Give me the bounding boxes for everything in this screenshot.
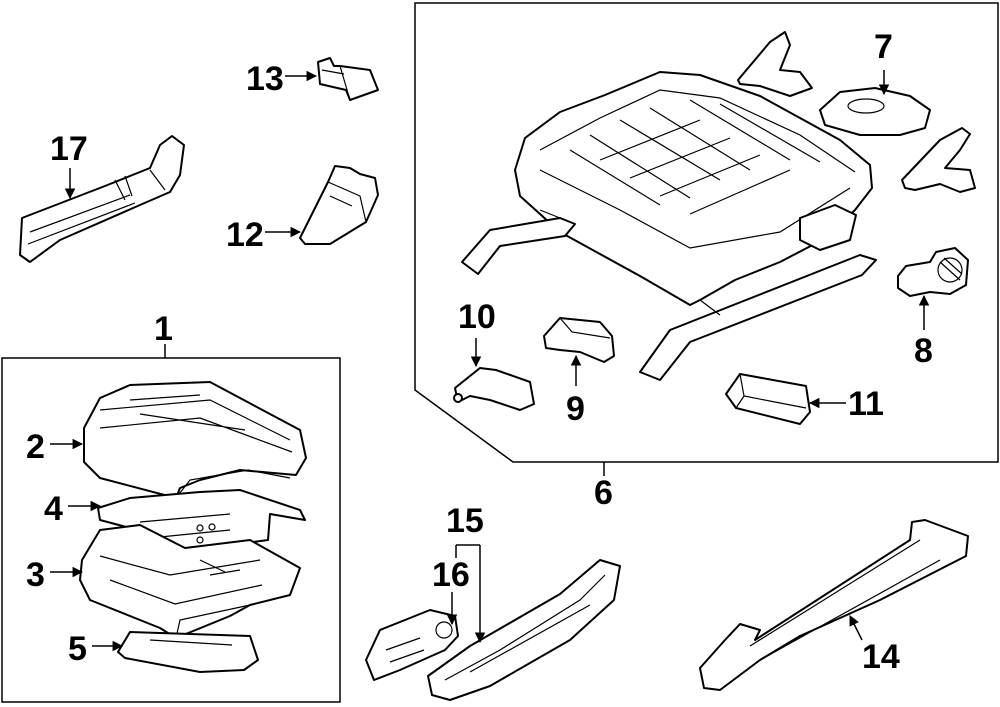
part-2-cushion-pad bbox=[83, 381, 307, 499]
part-16-switch-bezel bbox=[365, 609, 459, 681]
part-9-sensor bbox=[543, 317, 615, 363]
part-8-switch bbox=[897, 247, 969, 297]
callout-9: 9 bbox=[566, 390, 585, 428]
part-5-bottom-panel bbox=[117, 631, 259, 673]
leader-lines bbox=[50, 70, 930, 652]
callout-14: 14 bbox=[862, 638, 900, 676]
callouts: 17 13 12 1 2 4 3 5 7 8 10 9 11 6 15 16 1… bbox=[26, 28, 933, 676]
callout-13: 13 bbox=[246, 60, 284, 98]
callout-6: 6 bbox=[594, 474, 613, 512]
callout-7: 7 bbox=[874, 28, 893, 66]
part-13-clip bbox=[317, 57, 379, 101]
callout-15: 15 bbox=[446, 502, 484, 540]
callout-12: 12 bbox=[226, 216, 264, 254]
callout-3: 3 bbox=[26, 556, 45, 594]
callout-8: 8 bbox=[914, 332, 933, 370]
callout-5: 5 bbox=[68, 630, 87, 668]
part-6-seat-frame bbox=[461, 71, 877, 381]
callout-17: 17 bbox=[50, 130, 88, 168]
part-3-cushion-frame bbox=[79, 524, 301, 639]
part-15-side-shield bbox=[427, 559, 621, 701]
part-17-side-trim bbox=[19, 135, 185, 263]
part-7-bracket bbox=[737, 31, 976, 193]
callout-2: 2 bbox=[26, 428, 45, 466]
callout-10: 10 bbox=[458, 298, 496, 336]
seat-frame-assembly-frame bbox=[414, 2, 999, 463]
callout-4: 4 bbox=[44, 490, 63, 528]
callout-11: 11 bbox=[848, 385, 884, 423]
part-12-cover bbox=[299, 165, 379, 245]
part-11-control-module bbox=[725, 373, 811, 425]
callout-16: 16 bbox=[432, 556, 470, 594]
callout-1: 1 bbox=[154, 310, 173, 348]
part-10-actuator bbox=[453, 367, 535, 411]
cushion-assembly-frame bbox=[1, 357, 341, 703]
part-14-rail-cover bbox=[699, 519, 969, 691]
